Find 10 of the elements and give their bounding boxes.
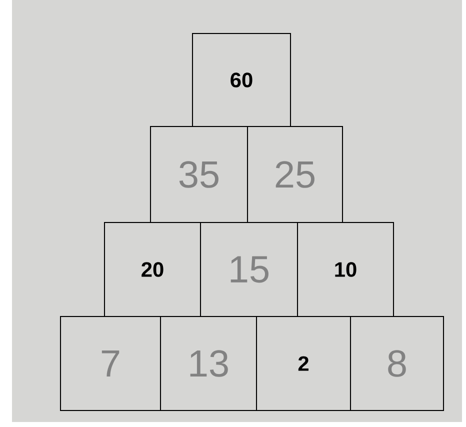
number-box: 10 <box>297 222 394 317</box>
number-box: 15 <box>200 222 298 317</box>
number-box: 7 <box>60 316 161 411</box>
number-box: 20 <box>104 222 201 317</box>
number-box: 60 <box>192 33 291 127</box>
number-box: 35 <box>150 126 248 223</box>
number-box: 25 <box>247 126 343 223</box>
number-box: 8 <box>350 316 444 411</box>
number-box: 13 <box>160 316 257 411</box>
number-box: 2 <box>256 316 351 411</box>
